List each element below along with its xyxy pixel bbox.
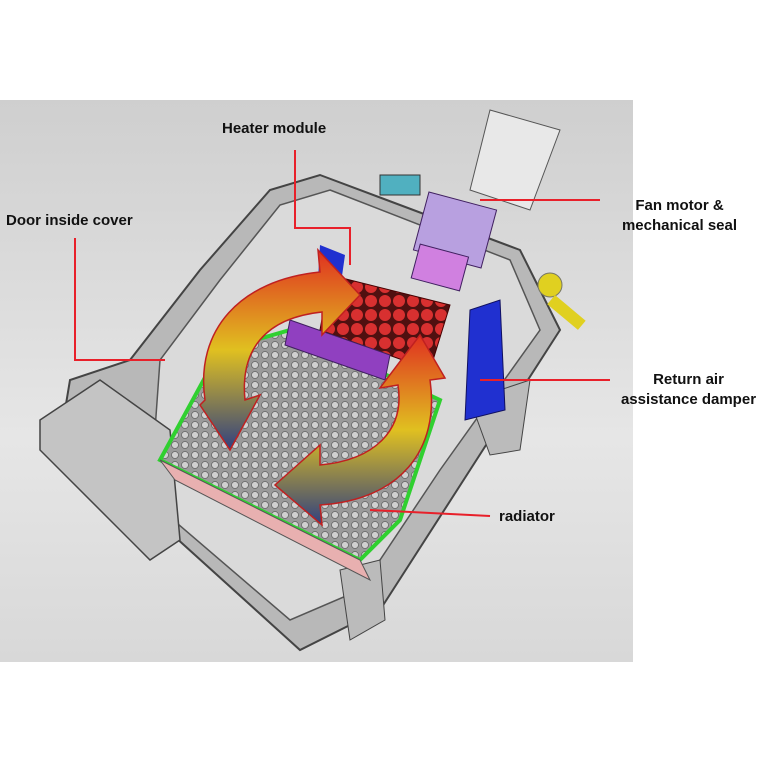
label-heater-module: Heater module (222, 120, 327, 137)
circulation-arrow-left (199, 247, 362, 452)
label-fan-motor: Fan motor & mechanical seal (612, 196, 747, 236)
fan-motor (379, 109, 561, 292)
radiator-frame (159, 459, 372, 582)
yellow-fitting (537, 272, 586, 330)
circulation-arrow-right (273, 333, 447, 527)
label-return-air-line2: assistance damper (620, 391, 757, 408)
return-air-damper (464, 299, 506, 421)
heater-base (284, 319, 391, 381)
label-radiator: radiator (499, 508, 555, 525)
label-return-air-damper: Return air assistance damper (616, 370, 761, 410)
leader-lines (74, 150, 610, 517)
label-return-air-line1: Return air (653, 371, 724, 388)
label-fan-motor-line1: Fan motor & (635, 197, 724, 214)
label-door-inside-cover: Door inside cover (6, 212, 133, 229)
label-fan-motor-line2: mechanical seal (621, 217, 738, 234)
